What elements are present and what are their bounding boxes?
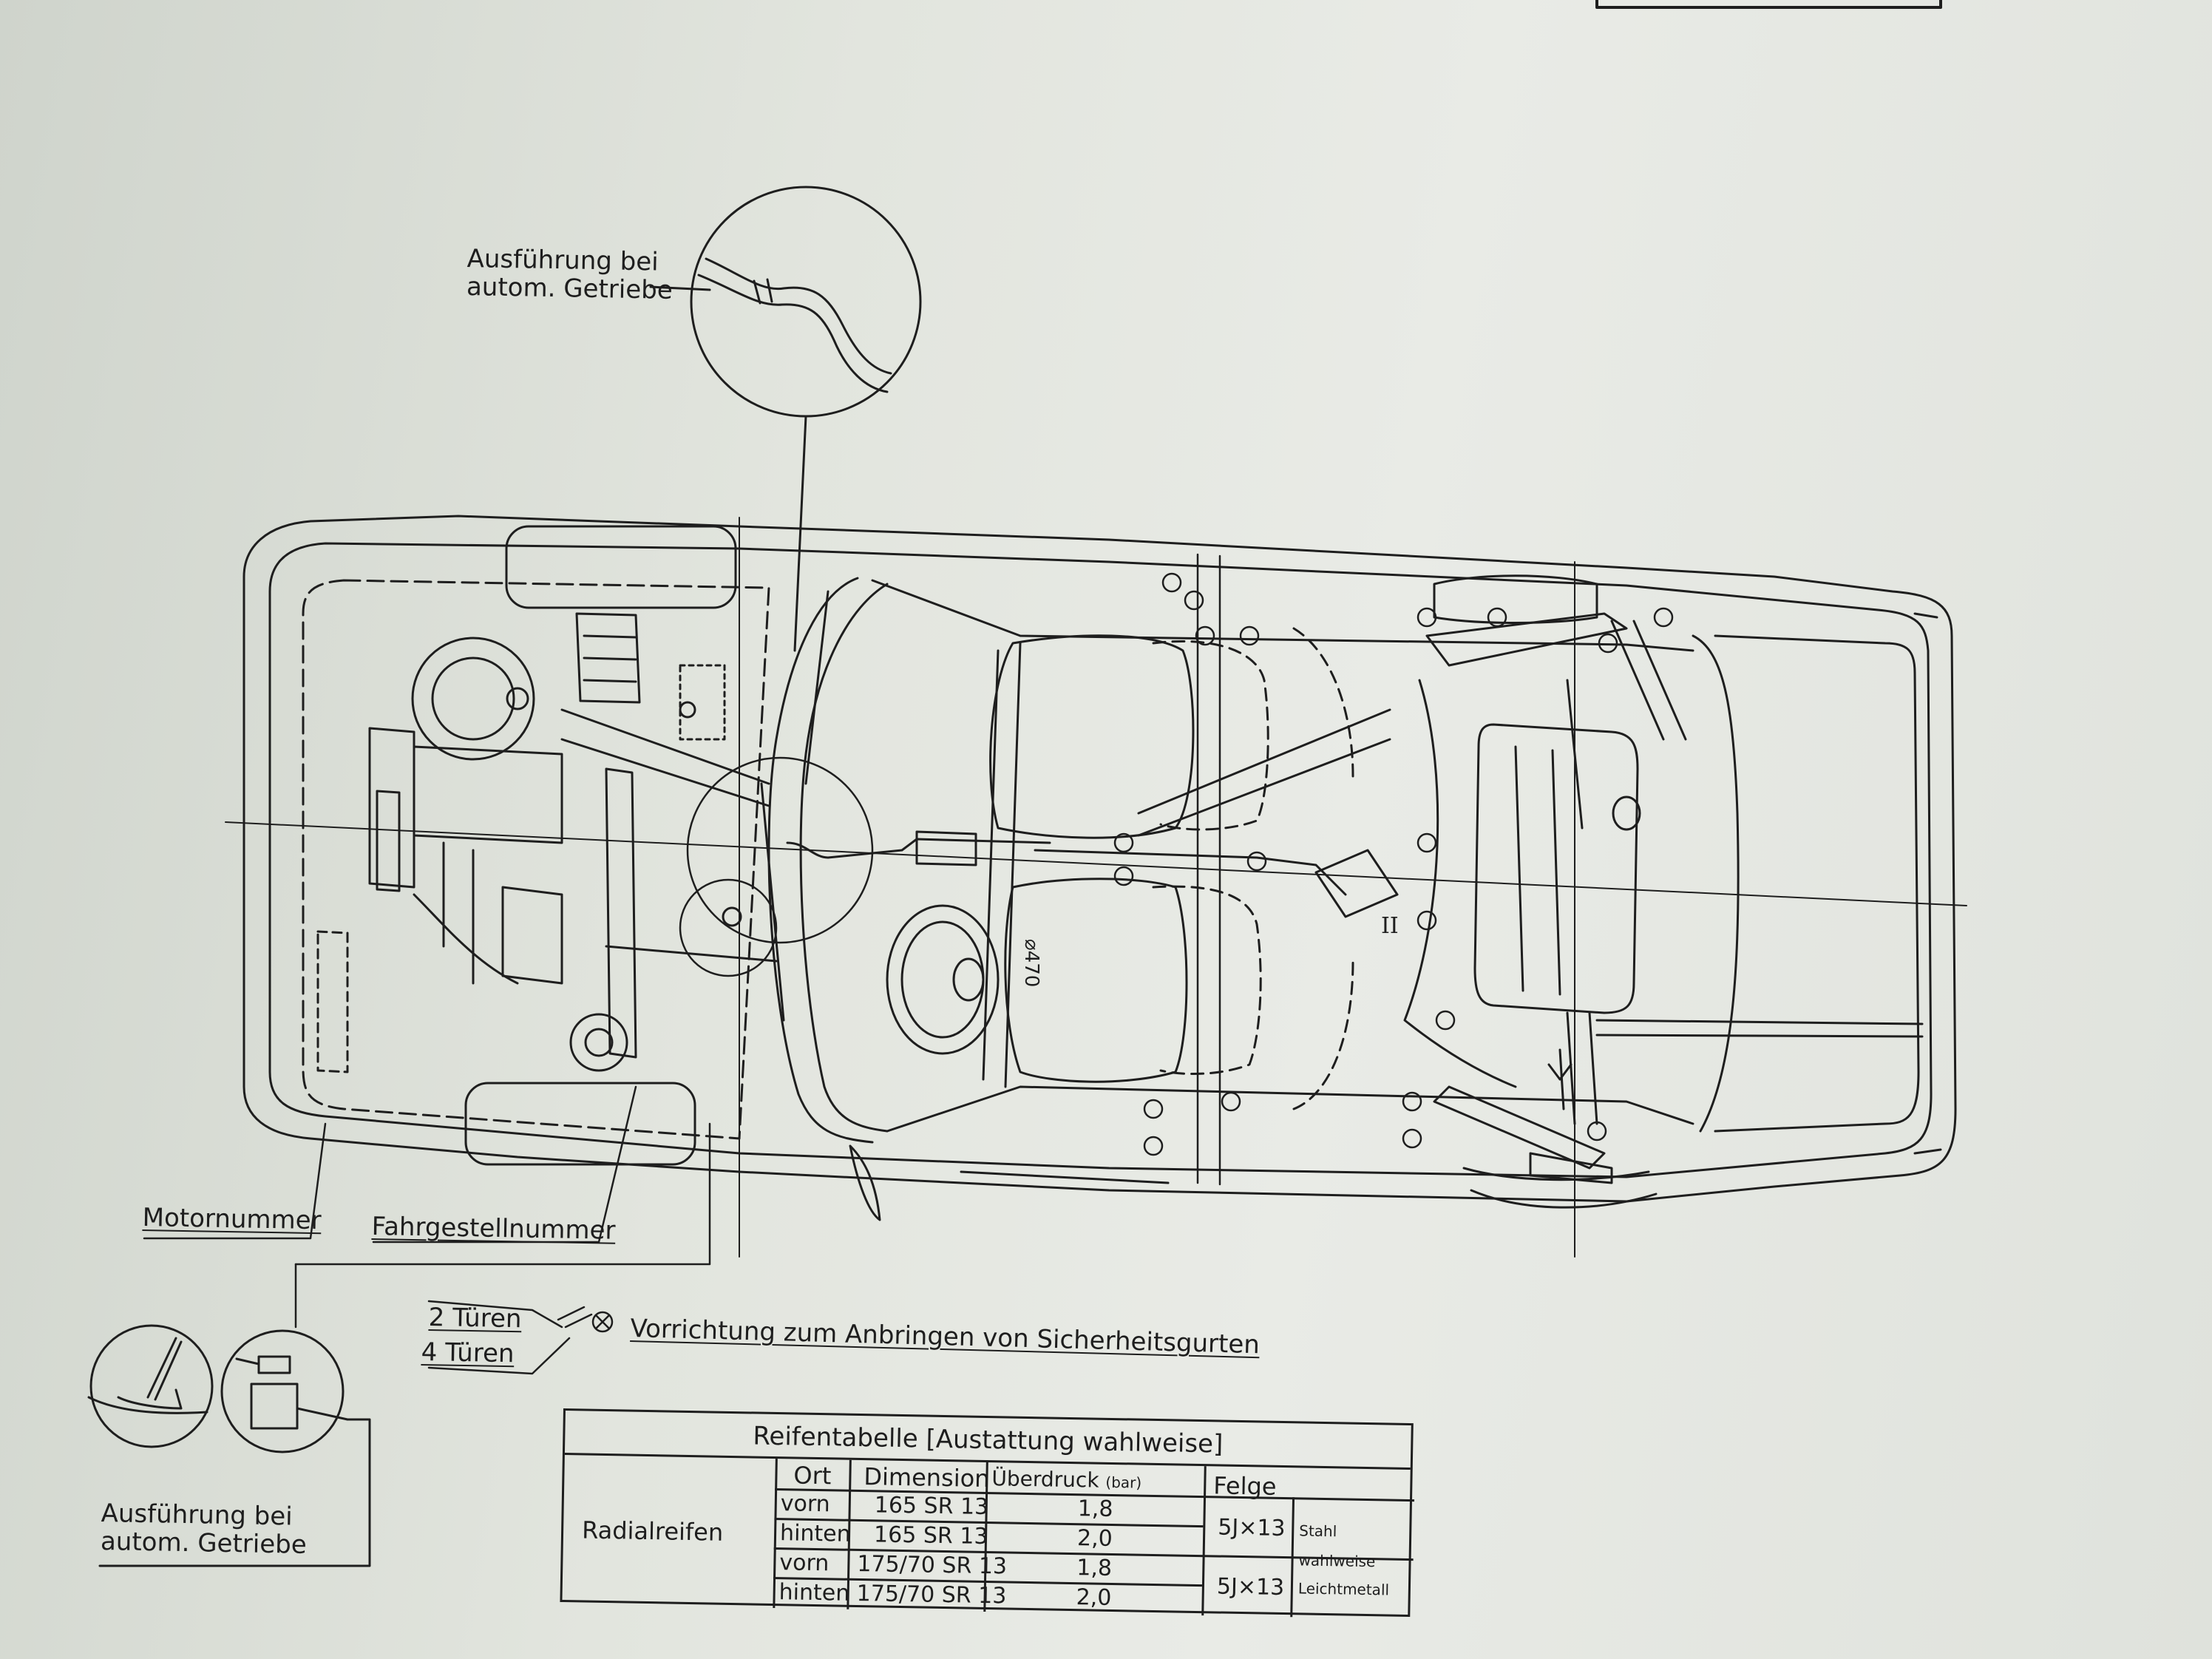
seatbelt-anchors — [1113, 572, 1674, 1156]
row-ort: hinten — [779, 1520, 852, 1547]
detail-circles-bottom — [87, 1324, 371, 1567]
rim-material-steel: Stahl — [1299, 1521, 1337, 1541]
rear-axle — [1425, 612, 1687, 1184]
row-dimension: 175/70 SR 13 — [856, 1580, 1007, 1609]
grid-line — [1201, 1466, 1207, 1616]
row-ort: vorn — [779, 1550, 830, 1577]
col-header-felge: Felge — [1212, 1471, 1277, 1501]
rim-size-alloy: 5J×13 — [1216, 1573, 1285, 1601]
row-druck: 1,8 — [1077, 1496, 1113, 1522]
col-header-ueberdruck: Überdruck (bar) — [991, 1466, 1142, 1493]
engine-bay — [316, 612, 778, 1073]
wheels — [464, 525, 1658, 1209]
detail-bottom-label: Ausführung bei autom. Getriebe — [100, 1499, 308, 1560]
fuel-tank — [1473, 723, 1924, 1125]
steering-wheel — [679, 590, 874, 1022]
row-druck: 2,0 — [1076, 1584, 1112, 1611]
grid-line — [773, 1459, 778, 1609]
fahrgestellnummer-label: Fahrgestellnummer — [371, 1212, 616, 1246]
row-ort: hinten — [778, 1579, 850, 1607]
door-legend-symbols — [557, 1306, 614, 1333]
diameter-label: ⌀470 — [1020, 939, 1042, 988]
spare-wheel — [886, 904, 1000, 1055]
seats — [989, 627, 1354, 1110]
rim-note: wahlweise — [1298, 1551, 1376, 1571]
row-header-radialreifen: Radialreifen — [581, 1516, 724, 1547]
row-druck: 2,0 — [1076, 1525, 1113, 1552]
col-header-dimension: Dimension — [864, 1462, 990, 1493]
tire-table: Reifentabelle [Austattung wahlweise] Ort… — [560, 1408, 1415, 1618]
leader-lines — [143, 1085, 711, 1375]
row-dimension: 165 SR 13 — [873, 1521, 988, 1550]
car-body-outline — [242, 515, 1957, 1203]
row-dimension: 165 SR 13 — [874, 1492, 989, 1521]
exhaust-system — [786, 679, 1517, 1088]
doors-2-label: 2 Türen — [428, 1303, 522, 1334]
col-header-ort: Ort — [793, 1461, 832, 1490]
rim-material-alloy: Leichtmetall — [1297, 1579, 1390, 1599]
center-lines — [225, 517, 1967, 1258]
rim-size-steel: 5J×13 — [1218, 1514, 1286, 1542]
roman-two-label: II — [1381, 913, 1399, 939]
doors-4-label: 4 Türen — [421, 1337, 515, 1369]
row-ort: vorn — [780, 1490, 831, 1518]
detail-circle-top — [649, 186, 922, 652]
row-dimension: 175/70 SR 13 — [857, 1550, 1008, 1580]
motornummer-label: Motornummer — [142, 1203, 322, 1236]
detail-top-label: Ausführung bei autom. Getriebe — [466, 244, 674, 305]
row-druck: 1,8 — [1076, 1555, 1113, 1581]
